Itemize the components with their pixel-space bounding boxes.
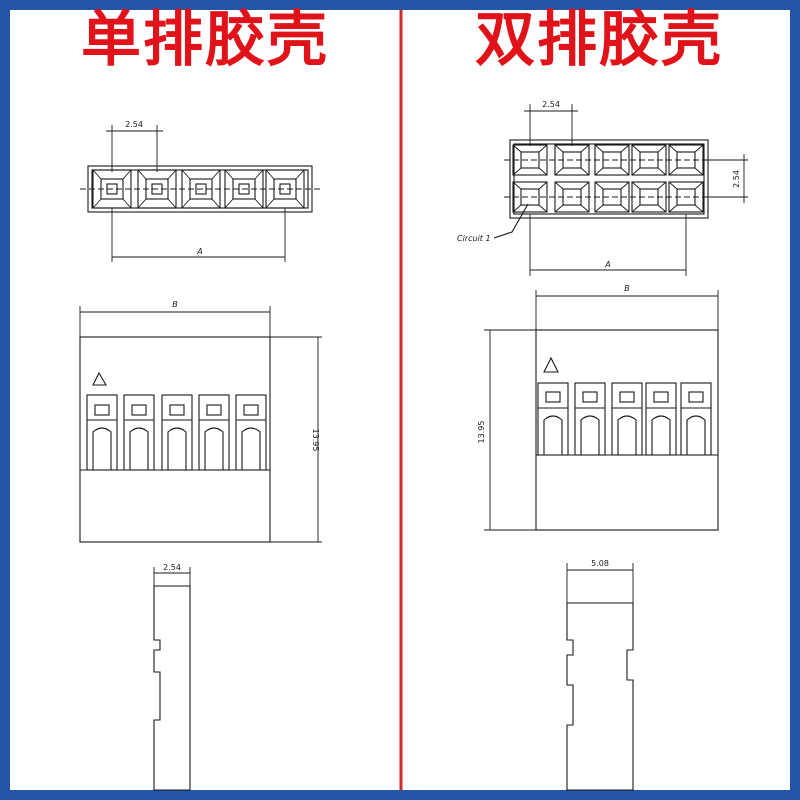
contact-cavity bbox=[631, 181, 667, 213]
terminal-slot bbox=[680, 382, 712, 456]
contact-cavity bbox=[92, 169, 132, 209]
double-row-side-view: 5.08 bbox=[566, 559, 634, 791]
contact-cavity bbox=[554, 181, 590, 213]
double-row-pitch-label: 2.54 bbox=[732, 170, 741, 188]
double-row-front-view: B 13.95 bbox=[477, 284, 719, 531]
contact-cavity bbox=[668, 181, 704, 213]
single-pitch-label: 2.54 bbox=[125, 120, 143, 129]
terminal-slot bbox=[645, 382, 677, 456]
contact-cavity bbox=[631, 144, 667, 176]
double-pitch-label: 2.54 bbox=[542, 100, 560, 109]
single-width-label: B bbox=[172, 300, 178, 309]
single-row-front-view: B 13.95 bbox=[79, 300, 322, 543]
contact-cavity bbox=[594, 181, 630, 213]
contact-cavity bbox=[512, 181, 548, 213]
single-side-width-label: 2.54 bbox=[163, 563, 181, 572]
single-row-housing-outline bbox=[87, 165, 313, 213]
double-row-housing-title: 双排胶壳 bbox=[475, 5, 723, 75]
circuit-1-triangle-marker bbox=[92, 371, 107, 386]
single-row-side-view: 2.54 bbox=[153, 563, 191, 791]
terminal-slot bbox=[123, 394, 155, 471]
circuit-1-triangle-marker bbox=[543, 356, 559, 373]
contact-cavity bbox=[224, 169, 264, 209]
double-row-housing-inner bbox=[513, 143, 705, 215]
terminal-slot bbox=[86, 394, 118, 471]
single-front-body bbox=[79, 336, 271, 543]
terminal-slot bbox=[574, 382, 606, 456]
terminal-slot bbox=[611, 382, 643, 456]
double-front-body bbox=[535, 329, 719, 531]
terminal-slot bbox=[235, 394, 267, 471]
terminal-slot bbox=[198, 394, 230, 471]
terminal-slot bbox=[537, 382, 569, 456]
contact-cavity bbox=[181, 169, 221, 209]
single-length-label: A bbox=[196, 247, 202, 256]
circuit-1-leader bbox=[493, 203, 529, 239]
double-side-profile bbox=[566, 602, 634, 791]
double-row-top-view: 2.54 2.54 Circuit 1 A bbox=[457, 100, 748, 276]
contact-cavity bbox=[594, 144, 630, 176]
contact-cavity bbox=[668, 144, 704, 176]
single-height-label: 13.95 bbox=[311, 429, 320, 452]
double-side-width-label: 5.08 bbox=[591, 559, 609, 568]
terminal-slot bbox=[161, 394, 193, 471]
double-length-label: A bbox=[604, 260, 610, 269]
circuit-1-label: Circuit 1 bbox=[457, 234, 491, 243]
single-row-top-view: 2.54 A bbox=[80, 120, 320, 262]
single-side-profile bbox=[153, 585, 191, 791]
double-height-label: 13.95 bbox=[477, 421, 486, 444]
double-width-label: B bbox=[624, 284, 630, 293]
single-row-housing-title: 单排胶壳 bbox=[81, 5, 329, 75]
double-row-housing-outline bbox=[509, 139, 709, 219]
